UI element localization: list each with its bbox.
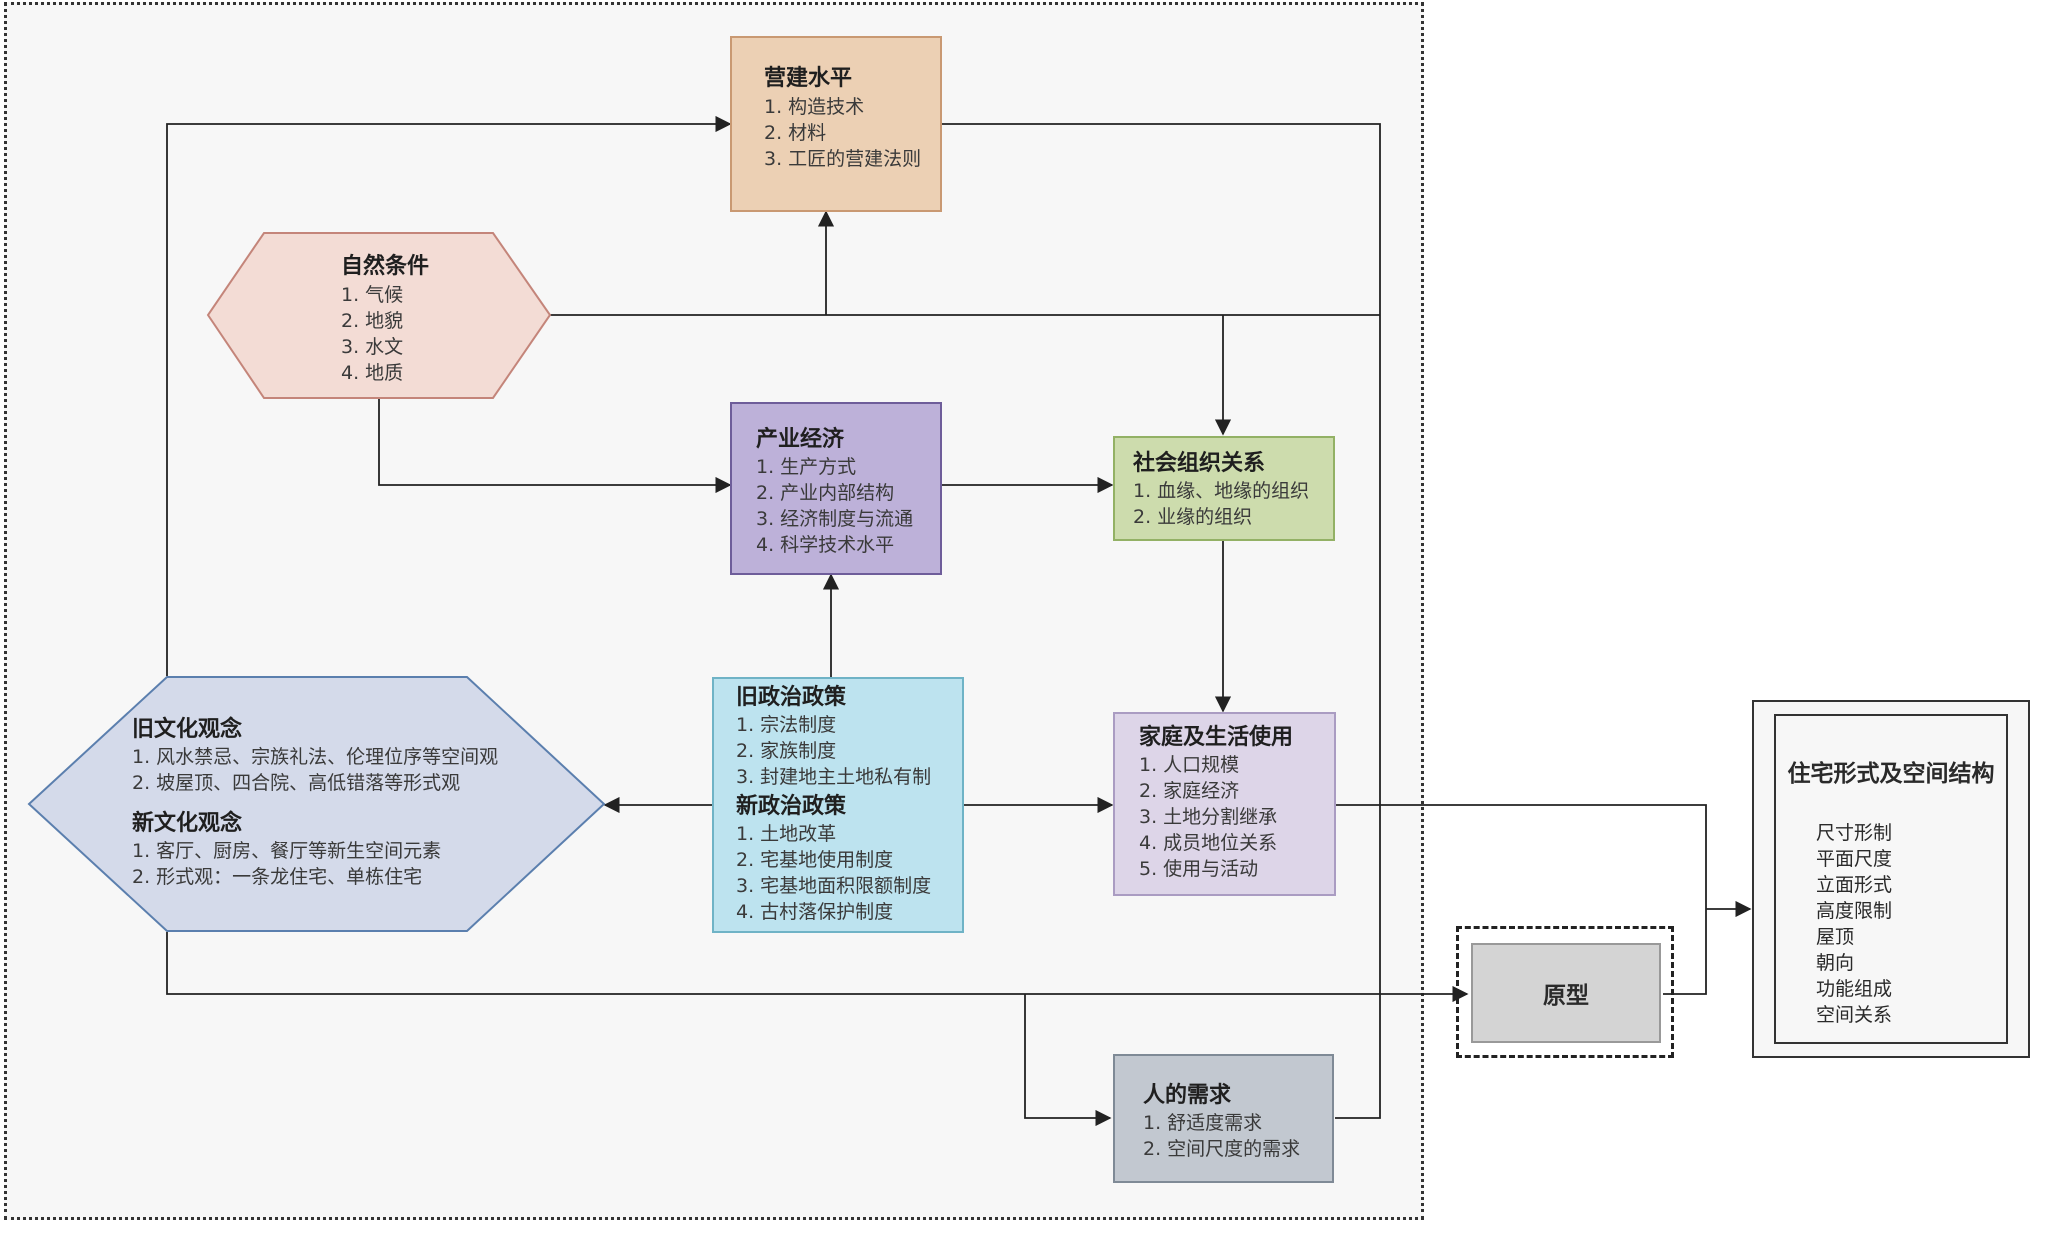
- list-item: 2. 家族制度: [736, 740, 837, 762]
- new-policy-title: 新政治政策: [736, 794, 847, 819]
- housing-items: 尺寸形制 平面尺度 立面形式 高度限制 屋顶 朝向 功能组成 空间关系: [1816, 820, 1892, 1028]
- new-culture-title: 新文化观念: [132, 811, 243, 836]
- list-item: 2. 业缘的组织: [1133, 506, 1253, 528]
- edge-culture-to-prototype: [166, 932, 1469, 1003]
- old-policy-items: 1. 宗法制度 2. 家族制度 3. 封建地主土地私有制: [736, 712, 931, 790]
- new-policy-items: 1. 土地改革 2. 宅基地使用制度 3. 宅基地面积限额制度 4. 古村落保护…: [736, 821, 931, 925]
- node-title: 社会组织关系: [1133, 451, 1266, 476]
- list-item: 1. 生产方式: [756, 456, 857, 478]
- list-item: 高度限制: [1816, 900, 1893, 922]
- node-title: 自然条件: [341, 254, 430, 279]
- hexagon-shape: [206, 232, 552, 399]
- list-item: 2. 宅基地使用制度: [736, 849, 894, 871]
- list-item: 2. 空间尺度的需求: [1143, 1138, 1301, 1160]
- list-item: 1. 气候: [341, 284, 404, 306]
- list-item: 2. 地貌: [341, 310, 404, 332]
- node-housing-form: 住宅形式及空间结构 尺寸形制 平面尺度 立面形式 高度限制 屋顶 朝向 功能组成…: [1752, 700, 2030, 1058]
- list-item: 4. 成员地位关系: [1139, 832, 1278, 854]
- node-human-needs: 人的需求 1. 舒适度需求 2. 空间尺度的需求: [1113, 1054, 1334, 1183]
- old-culture-items: 1. 风水禁忌、宗族礼法、伦理位序等空间观 2. 坡屋顶、四合院、高低错落等形式…: [132, 744, 498, 796]
- housing-inner-frame: 住宅形式及空间结构 尺寸形制 平面尺度 立面形式 高度限制 屋顶 朝向 功能组成…: [1774, 714, 2008, 1044]
- prototype-label: 原型: [1543, 983, 1589, 1009]
- new-culture-items: 1. 客厅、厨房、餐厅等新生空间元素 2. 形式观：一条龙住宅、单栋住宅: [132, 838, 441, 890]
- list-item: 空间关系: [1816, 1004, 1893, 1026]
- list-item: 朝向: [1816, 952, 1855, 974]
- node-items: 1. 血缘、地缘的组织 2. 业缘的组织: [1133, 478, 1309, 530]
- list-item: 1. 宗法制度: [736, 714, 837, 736]
- list-item: 3. 工匠的营建法则: [764, 148, 922, 170]
- list-item: 1. 土地改革: [736, 823, 837, 845]
- node-items: 1. 气候 2. 地貌 3. 水文 4. 地质: [341, 282, 403, 386]
- housing-title: 住宅形式及空间结构: [1787, 761, 1995, 787]
- list-item: 3. 宅基地面积限额制度: [736, 875, 932, 897]
- node-cultural-concepts: 旧文化观念 1. 风水禁忌、宗族礼法、伦理位序等空间观 2. 坡屋顶、四合院、高…: [27, 676, 606, 932]
- edge-family-right: [1336, 804, 1707, 995]
- edge-to-needs: [1024, 994, 1112, 1127]
- list-item: 2. 材料: [764, 122, 827, 144]
- edge-culture-to-construction: [166, 115, 732, 676]
- list-item: 屋顶: [1816, 926, 1855, 948]
- list-item: 1. 人口规模: [1139, 754, 1240, 776]
- prototype-frame: 原型: [1456, 926, 1674, 1058]
- list-item: 3. 水文: [341, 336, 404, 358]
- list-item: 4. 古村落保护制度: [736, 901, 894, 923]
- old-culture-title: 旧文化观念: [132, 717, 243, 742]
- node-political-policy: 旧政治政策 1. 宗法制度 2. 家族制度 3. 封建地主土地私有制 新政治政策…: [712, 677, 964, 933]
- list-item: 尺寸形制: [1816, 822, 1893, 844]
- list-item: 1. 舒适度需求: [1143, 1112, 1263, 1134]
- list-item: 功能组成: [1816, 978, 1893, 1000]
- node-title: 产业经济: [756, 427, 845, 452]
- list-item: 4. 科学技术水平: [756, 534, 895, 556]
- list-item: 2. 产业内部结构: [756, 482, 895, 504]
- node-prototype: 原型: [1471, 943, 1661, 1043]
- list-item: 4. 地质: [341, 362, 404, 384]
- node-items: 1. 构造技术 2. 材料 3. 工匠的营建法则: [764, 94, 921, 172]
- influence-factors-frame: [4, 2, 1424, 1220]
- list-item: 5. 使用与活动: [1139, 858, 1259, 880]
- list-item: 3. 经济制度与流通: [756, 508, 914, 530]
- node-items: 1. 生产方式 2. 产业内部结构 3. 经济制度与流通 4. 科学技术水平: [756, 454, 913, 558]
- node-family-life: 家庭及生活使用 1. 人口规模 2. 家庭经济 3. 土地分割继承 4. 成员地…: [1113, 712, 1336, 896]
- node-natural-conditions: 自然条件 1. 气候 2. 地貌 3. 水文 4. 地质: [206, 232, 552, 399]
- hexagon-shape: [27, 676, 606, 932]
- node-title: 家庭及生活使用: [1139, 725, 1294, 750]
- list-item: 2. 形式观：一条龙住宅、单栋住宅: [132, 866, 423, 888]
- list-item: 2. 坡屋顶、四合院、高低错落等形式观: [132, 772, 461, 794]
- node-items: 1. 舒适度需求 2. 空间尺度的需求: [1143, 1110, 1300, 1162]
- node-construction-level: 营建水平 1. 构造技术 2. 材料 3. 工匠的营建法则: [730, 36, 942, 212]
- list-item: 1. 构造技术: [764, 96, 865, 118]
- list-item: 1. 风水禁忌、宗族礼法、伦理位序等空间观: [132, 746, 499, 768]
- edge-nature-to-industry: [378, 399, 732, 494]
- list-item: 立面形式: [1816, 874, 1893, 896]
- old-policy-title: 旧政治政策: [736, 685, 847, 710]
- node-title: 人的需求: [1143, 1083, 1232, 1108]
- list-item: 2. 家庭经济: [1139, 780, 1240, 802]
- list-item: 1. 客厅、厨房、餐厅等新生空间元素: [132, 840, 442, 862]
- node-social-organization: 社会组织关系 1. 血缘、地缘的组织 2. 业缘的组织: [1113, 436, 1335, 541]
- list-item: 平面尺度: [1816, 848, 1893, 870]
- node-items: 1. 人口规模 2. 家庭经济 3. 土地分割继承 4. 成员地位关系 5. 使…: [1139, 752, 1277, 882]
- edge-construction-to-needs-line: [942, 123, 1381, 1119]
- node-title: 营建水平: [764, 66, 853, 91]
- list-item: 1. 血缘、地缘的组织: [1133, 480, 1310, 502]
- node-industrial-economy: 产业经济 1. 生产方式 2. 产业内部结构 3. 经济制度与流通 4. 科学技…: [730, 402, 942, 575]
- list-item: 3. 土地分割继承: [1139, 806, 1278, 828]
- list-item: 3. 封建地主土地私有制: [736, 766, 932, 788]
